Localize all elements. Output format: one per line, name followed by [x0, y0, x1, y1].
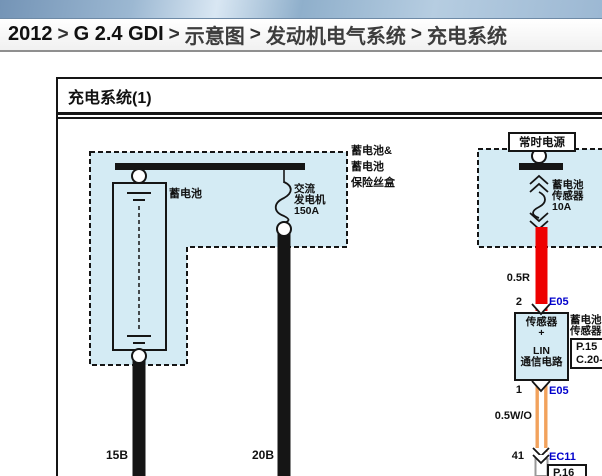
- breadcrumb-item-year[interactable]: 2012: [8, 23, 53, 45]
- window-title-banner: [0, 0, 602, 19]
- pin-2: 2: [515, 296, 522, 308]
- wire-label-0.5R: 0.5R: [506, 272, 530, 284]
- diagram-title-bar: 充电系统(1): [58, 79, 602, 115]
- breadcrumb-separator: >: [57, 23, 69, 45]
- battery-sensor-box-label: 传感器 + LIN 通信电路: [520, 316, 563, 368]
- breadcrumb-item-engine[interactable]: G 2.4 GDI: [73, 23, 164, 45]
- alternator-fuse-label: 交流 发电机 150A: [294, 183, 326, 217]
- wire-label-0.5WO: 0.5W/O: [494, 410, 532, 422]
- connector-ec11-label: EC11: [549, 451, 576, 463]
- pin-1: 1: [515, 384, 522, 396]
- sensor-side-label: 蓄电池 传感器: [570, 314, 602, 337]
- diagram-divider: [58, 117, 602, 119]
- constant-power-label: 常时电源: [508, 132, 576, 152]
- wire-label-20B: 20B: [251, 448, 274, 462]
- breadcrumb-item-system[interactable]: 发动机电气系统: [265, 26, 406, 48]
- battery-label: 蓄电池: [169, 188, 202, 200]
- breadcrumb-item-schematic[interactable]: 示意图: [184, 26, 245, 48]
- breadcrumb: 2012 > G 2.4 GDI > 示意图 > 发动机电气系统 > 充电系统: [0, 19, 602, 52]
- sensor-page-ref: P.15 C.20-: [570, 338, 602, 369]
- pin-41: 41: [511, 450, 524, 462]
- connector-e05-top-label: E05: [549, 296, 569, 308]
- diagram-title: 充电系统(1): [68, 89, 152, 107]
- ec11-page-ref: P.16: [547, 464, 587, 476]
- wire-label-15B: 15B: [105, 448, 128, 462]
- sensor-fuse-label: 蓄电池 传感器 10A: [552, 179, 584, 213]
- breadcrumb-separator: >: [249, 23, 261, 45]
- breadcrumb-item-page[interactable]: 充电系统: [426, 26, 507, 48]
- fusebox-label: 蓄电池& 蓄电池 保险丝盒: [351, 145, 395, 189]
- connector-e05-bottom-label: E05: [549, 385, 569, 397]
- breadcrumb-separator: >: [168, 23, 180, 45]
- breadcrumb-separator: >: [410, 23, 422, 45]
